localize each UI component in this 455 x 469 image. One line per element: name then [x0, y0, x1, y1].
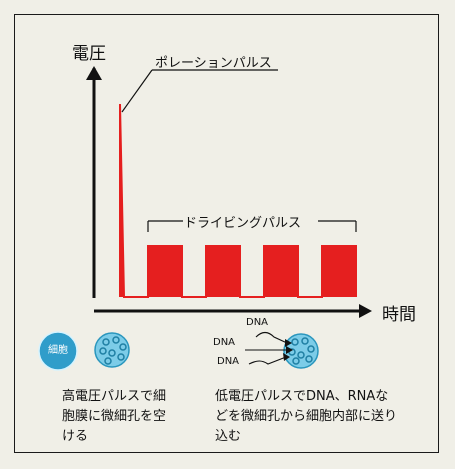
diagram-panel — [14, 14, 439, 453]
poration-pulse-callout — [121, 69, 153, 113]
voltage-axis-label: 電圧 — [72, 44, 106, 64]
driving-pulse-label: ドライビングパルス — [184, 216, 302, 231]
poration-pulse-label: ポレーションパルス — [155, 56, 272, 71]
dna-arrow-icon — [286, 346, 293, 354]
dna-label: DNA — [246, 317, 269, 328]
cell-label-icon — [38, 331, 78, 371]
y-axis-arrow-icon — [86, 66, 102, 80]
dna-arrow-icon — [285, 339, 292, 347]
dna-path-icon — [248, 356, 287, 365]
x-axis-arrow-icon — [359, 304, 372, 318]
cell-label: 細胞 — [48, 345, 68, 356]
dna-path-icon — [255, 331, 288, 344]
dna-label: DNA — [213, 337, 236, 348]
driving-pulse — [322, 246, 356, 297]
low-voltage-caption: 低電圧パルスでDNA、RNAなどを微細孔から細胞内部に送り込む — [215, 389, 398, 444]
high-voltage-caption: 高電圧パルスで細胞膜に微細孔を空ける — [62, 389, 167, 444]
dna-label: DNA — [217, 356, 240, 367]
driving-pulse — [148, 246, 182, 297]
driving-pulse — [264, 246, 298, 297]
time-axis-label: 時間 — [382, 305, 416, 325]
poration-pulse — [120, 104, 124, 297]
driving-pulse — [206, 246, 240, 297]
dna-arrow-icon — [283, 353, 290, 361]
